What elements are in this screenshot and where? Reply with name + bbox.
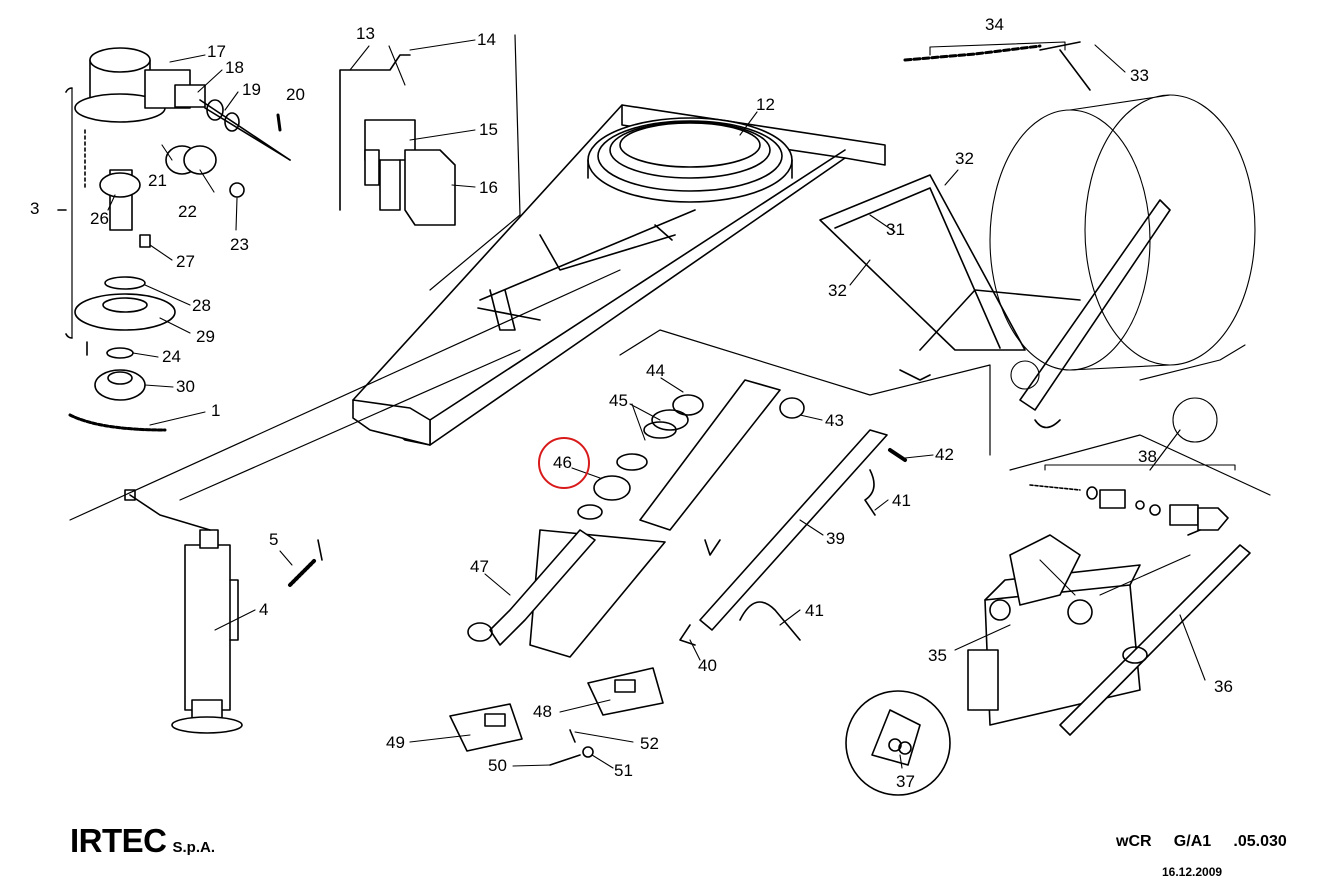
company-suffix: S.p.A. bbox=[172, 839, 216, 856]
gearbox-assembly bbox=[57, 47, 291, 432]
company-brand: IRTEC S.p.A. bbox=[70, 822, 215, 860]
document-code-part-2: G/A1 bbox=[1173, 833, 1212, 850]
callout-20: 20 bbox=[286, 85, 305, 104]
crank-bracket-assembly bbox=[339, 54, 456, 226]
plates bbox=[449, 667, 664, 766]
callout-48: 48 bbox=[533, 702, 552, 721]
callout-23: 23 bbox=[230, 235, 249, 254]
callout-13: 13 bbox=[356, 24, 375, 43]
callout-44: 44 bbox=[646, 361, 665, 380]
callout-22: 22 bbox=[178, 202, 197, 221]
callout-39: 39 bbox=[826, 529, 845, 548]
callout-52: 52 bbox=[640, 734, 659, 753]
callout-18: 18 bbox=[225, 58, 244, 77]
callout-14: 14 bbox=[477, 30, 496, 49]
callout-50: 50 bbox=[488, 756, 507, 775]
document-code-part-3: .05.030 bbox=[1233, 833, 1287, 850]
callout-31: 31 bbox=[886, 220, 905, 239]
callout-36: 36 bbox=[1214, 677, 1233, 696]
callout-29: 29 bbox=[196, 327, 215, 346]
detail-circle bbox=[845, 690, 951, 796]
company-name: IRTEC bbox=[70, 822, 167, 859]
callout-40: 40 bbox=[698, 656, 717, 675]
section-divider-lines bbox=[69, 34, 1271, 521]
highlight-circle-46 bbox=[538, 437, 590, 489]
callout-41a: 41 bbox=[892, 491, 911, 510]
callout-15: 15 bbox=[479, 120, 498, 139]
callout-16: 16 bbox=[479, 178, 498, 197]
callout-37: 37 bbox=[896, 772, 915, 791]
callout-27: 27 bbox=[176, 252, 195, 271]
callout-4: 4 bbox=[259, 600, 269, 619]
connector-set bbox=[1029, 484, 1229, 536]
turntable-ring bbox=[587, 117, 793, 203]
callout-32a: 32 bbox=[955, 149, 974, 168]
callout-46: 46 bbox=[553, 453, 572, 472]
callout-19: 19 bbox=[242, 80, 261, 99]
callout-17: 17 bbox=[207, 42, 226, 61]
callout-5: 5 bbox=[269, 530, 279, 549]
callout-30: 30 bbox=[176, 377, 195, 396]
callout-33: 33 bbox=[1130, 66, 1149, 85]
callout-51: 51 bbox=[614, 761, 633, 780]
callout-21: 21 bbox=[148, 171, 167, 190]
safety-chain bbox=[903, 41, 1091, 91]
jack-stand bbox=[124, 489, 243, 734]
callout-41b: 41 bbox=[805, 601, 824, 620]
callout-1: 1 bbox=[211, 401, 221, 420]
hydraulic-cylinder-group bbox=[467, 379, 805, 658]
leader-lines bbox=[107, 39, 1236, 769]
callout-24: 24 bbox=[162, 347, 181, 366]
callout-3: 3 bbox=[30, 199, 40, 218]
bolt bbox=[288, 539, 323, 587]
document-code-part-1: wCR bbox=[1116, 833, 1152, 850]
callout-34: 34 bbox=[985, 15, 1004, 34]
drawbar-rail bbox=[679, 429, 907, 646]
callout-43: 43 bbox=[825, 411, 844, 430]
callout-28: 28 bbox=[192, 296, 211, 315]
callout-47: 47 bbox=[470, 557, 489, 576]
callout-26: 26 bbox=[90, 209, 109, 228]
hand-pump bbox=[967, 534, 1251, 736]
callout-35: 35 bbox=[928, 646, 947, 665]
callout-45: 45 bbox=[609, 391, 628, 410]
callout-12: 12 bbox=[756, 95, 775, 114]
hitch-frame bbox=[819, 174, 1171, 429]
callout-42: 42 bbox=[935, 445, 954, 464]
trailer-background bbox=[989, 94, 1256, 443]
callout-49: 49 bbox=[386, 733, 405, 752]
document-code: wCR G/A1 .05.030 bbox=[1116, 833, 1287, 851]
callout-32b: 32 bbox=[828, 281, 847, 300]
document-date: 16.12.2009 bbox=[1162, 865, 1223, 879]
callout-38: 38 bbox=[1138, 447, 1157, 466]
